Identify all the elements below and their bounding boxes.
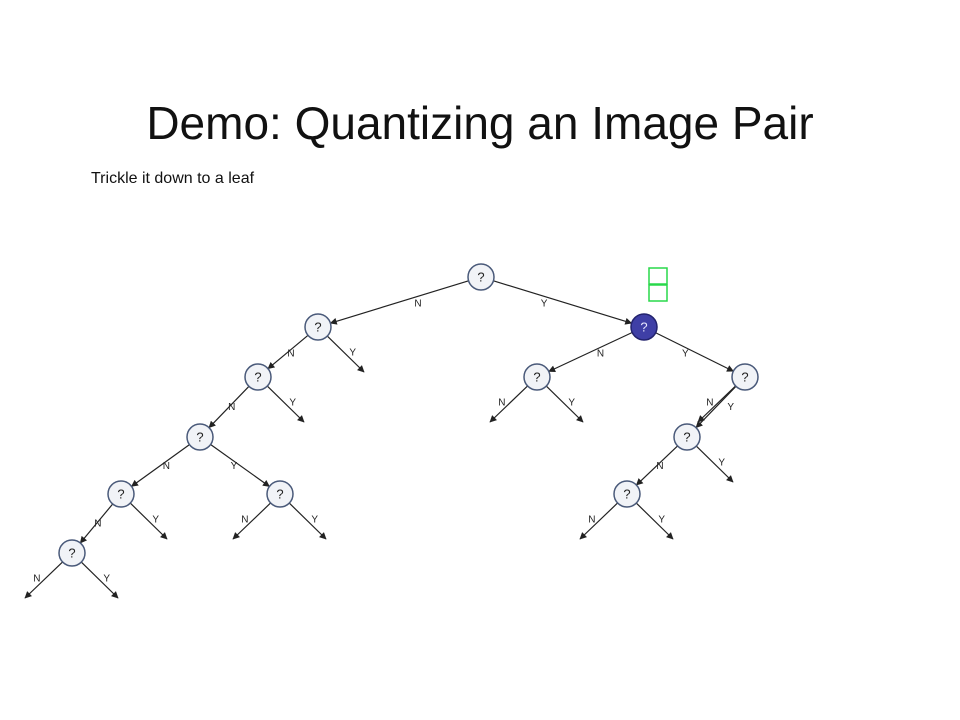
edge-n3-no xyxy=(130,444,190,487)
edge-n11-no xyxy=(579,502,619,540)
slide-subtitle: Trickle it down to a leaf xyxy=(91,170,255,187)
edge-n8-yes xyxy=(288,502,327,540)
no-branch-label: N xyxy=(241,514,248,525)
edge-n2-yes xyxy=(266,385,305,423)
yes-branch-label: Y xyxy=(727,402,734,413)
edge-n4-no xyxy=(548,331,633,373)
edge-n9-no xyxy=(24,561,64,599)
edge-n8-no xyxy=(232,502,272,540)
question-mark-label: ? xyxy=(68,546,75,561)
question-node: ? xyxy=(673,423,701,451)
no-branch-label: N xyxy=(597,349,604,360)
no-branch-label: N xyxy=(228,402,235,413)
edge-labels: N Y N Y N Y N Y N Y N Y N Y N Y N Y N Y N Y N Y xyxy=(33,299,734,585)
question-node: ? xyxy=(613,480,641,508)
slide-title: Demo: Quantizing an Image Pair xyxy=(146,97,814,149)
question-mark-label: ? xyxy=(196,430,203,445)
edge-n7-yes xyxy=(129,502,168,540)
edge-n11-yes xyxy=(635,502,674,540)
yes-branch-label: Y xyxy=(568,397,575,408)
question-mark-label: ? xyxy=(254,370,261,385)
question-node: ? xyxy=(304,313,332,341)
image-pair-bottom-icon xyxy=(648,284,668,302)
image-pair-top-icon xyxy=(648,267,668,285)
node-circle xyxy=(186,423,214,451)
question-node: ? xyxy=(467,263,495,291)
yes-branch-label: Y xyxy=(541,299,548,310)
question-mark-label: ? xyxy=(640,320,647,335)
no-branch-label: N xyxy=(163,461,170,472)
no-branch-label: N xyxy=(94,519,101,530)
yes-branch-label: Y xyxy=(231,461,238,472)
edge-n3-yes xyxy=(210,444,270,487)
edge-n10-no xyxy=(635,445,678,486)
question-node: ? xyxy=(731,363,759,391)
node-circle xyxy=(467,263,495,291)
yes-branch-label: Y xyxy=(718,457,725,468)
question-mark-label: ? xyxy=(477,270,484,285)
edge-n6-yes xyxy=(695,385,737,429)
no-branch-label: N xyxy=(414,299,421,310)
no-branch-label: N xyxy=(498,397,505,408)
node-circle xyxy=(673,423,701,451)
question-node: ? xyxy=(523,363,551,391)
node-circle xyxy=(58,539,86,567)
image-pair-icon xyxy=(648,267,668,302)
yes-branch-label: Y xyxy=(311,514,318,525)
yes-branch-label: Y xyxy=(658,514,665,525)
question-mark-label: ? xyxy=(623,487,630,502)
no-branch-label: N xyxy=(33,573,40,584)
node-circle xyxy=(613,480,641,508)
edge-n1-yes xyxy=(326,335,365,373)
yes-branch-label: Y xyxy=(152,514,159,525)
edge-n7-no xyxy=(79,503,114,544)
question-mark-label: ? xyxy=(117,487,124,502)
node-circle xyxy=(244,363,272,391)
tree-edges xyxy=(24,280,737,599)
edge-n0-no xyxy=(329,280,469,325)
edge-n10-yes xyxy=(695,445,734,483)
no-branch-label: N xyxy=(287,349,294,360)
question-node: ? xyxy=(107,480,135,508)
no-branch-label: N xyxy=(588,514,595,525)
edge-n6-no xyxy=(697,385,737,423)
question-mark-label: ? xyxy=(276,487,283,502)
question-node: ? xyxy=(266,480,294,508)
no-branch-label: N xyxy=(656,461,663,472)
question-mark-label: ? xyxy=(314,320,321,335)
edge-n5-no xyxy=(489,385,529,423)
edge-n9-yes xyxy=(80,561,119,599)
edge-n5-yes xyxy=(545,385,584,423)
question-mark-label: ? xyxy=(533,370,540,385)
edge-n2-no xyxy=(208,385,250,429)
edge-n4-yes xyxy=(655,332,734,372)
question-node: ? xyxy=(58,539,86,567)
question-mark-label: ? xyxy=(683,430,690,445)
node-circle xyxy=(266,480,294,508)
question-mark-label: ? xyxy=(741,370,748,385)
node-circle xyxy=(107,480,135,508)
yes-branch-label: Y xyxy=(289,397,296,408)
question-node: ? xyxy=(244,363,272,391)
node-circle xyxy=(731,363,759,391)
yes-branch-label: Y xyxy=(349,347,356,358)
active-question-node: ? xyxy=(630,313,658,341)
yes-branch-label: Y xyxy=(103,573,110,584)
node-circle xyxy=(523,363,551,391)
yes-branch-label: Y xyxy=(682,349,689,360)
node-circle xyxy=(630,313,658,341)
question-node: ? xyxy=(186,423,214,451)
tree-nodes: ???????????? xyxy=(58,263,759,567)
edge-n1-no xyxy=(267,334,309,370)
node-circle xyxy=(304,313,332,341)
edge-n0-yes xyxy=(493,280,633,325)
no-branch-label: N xyxy=(706,397,713,408)
